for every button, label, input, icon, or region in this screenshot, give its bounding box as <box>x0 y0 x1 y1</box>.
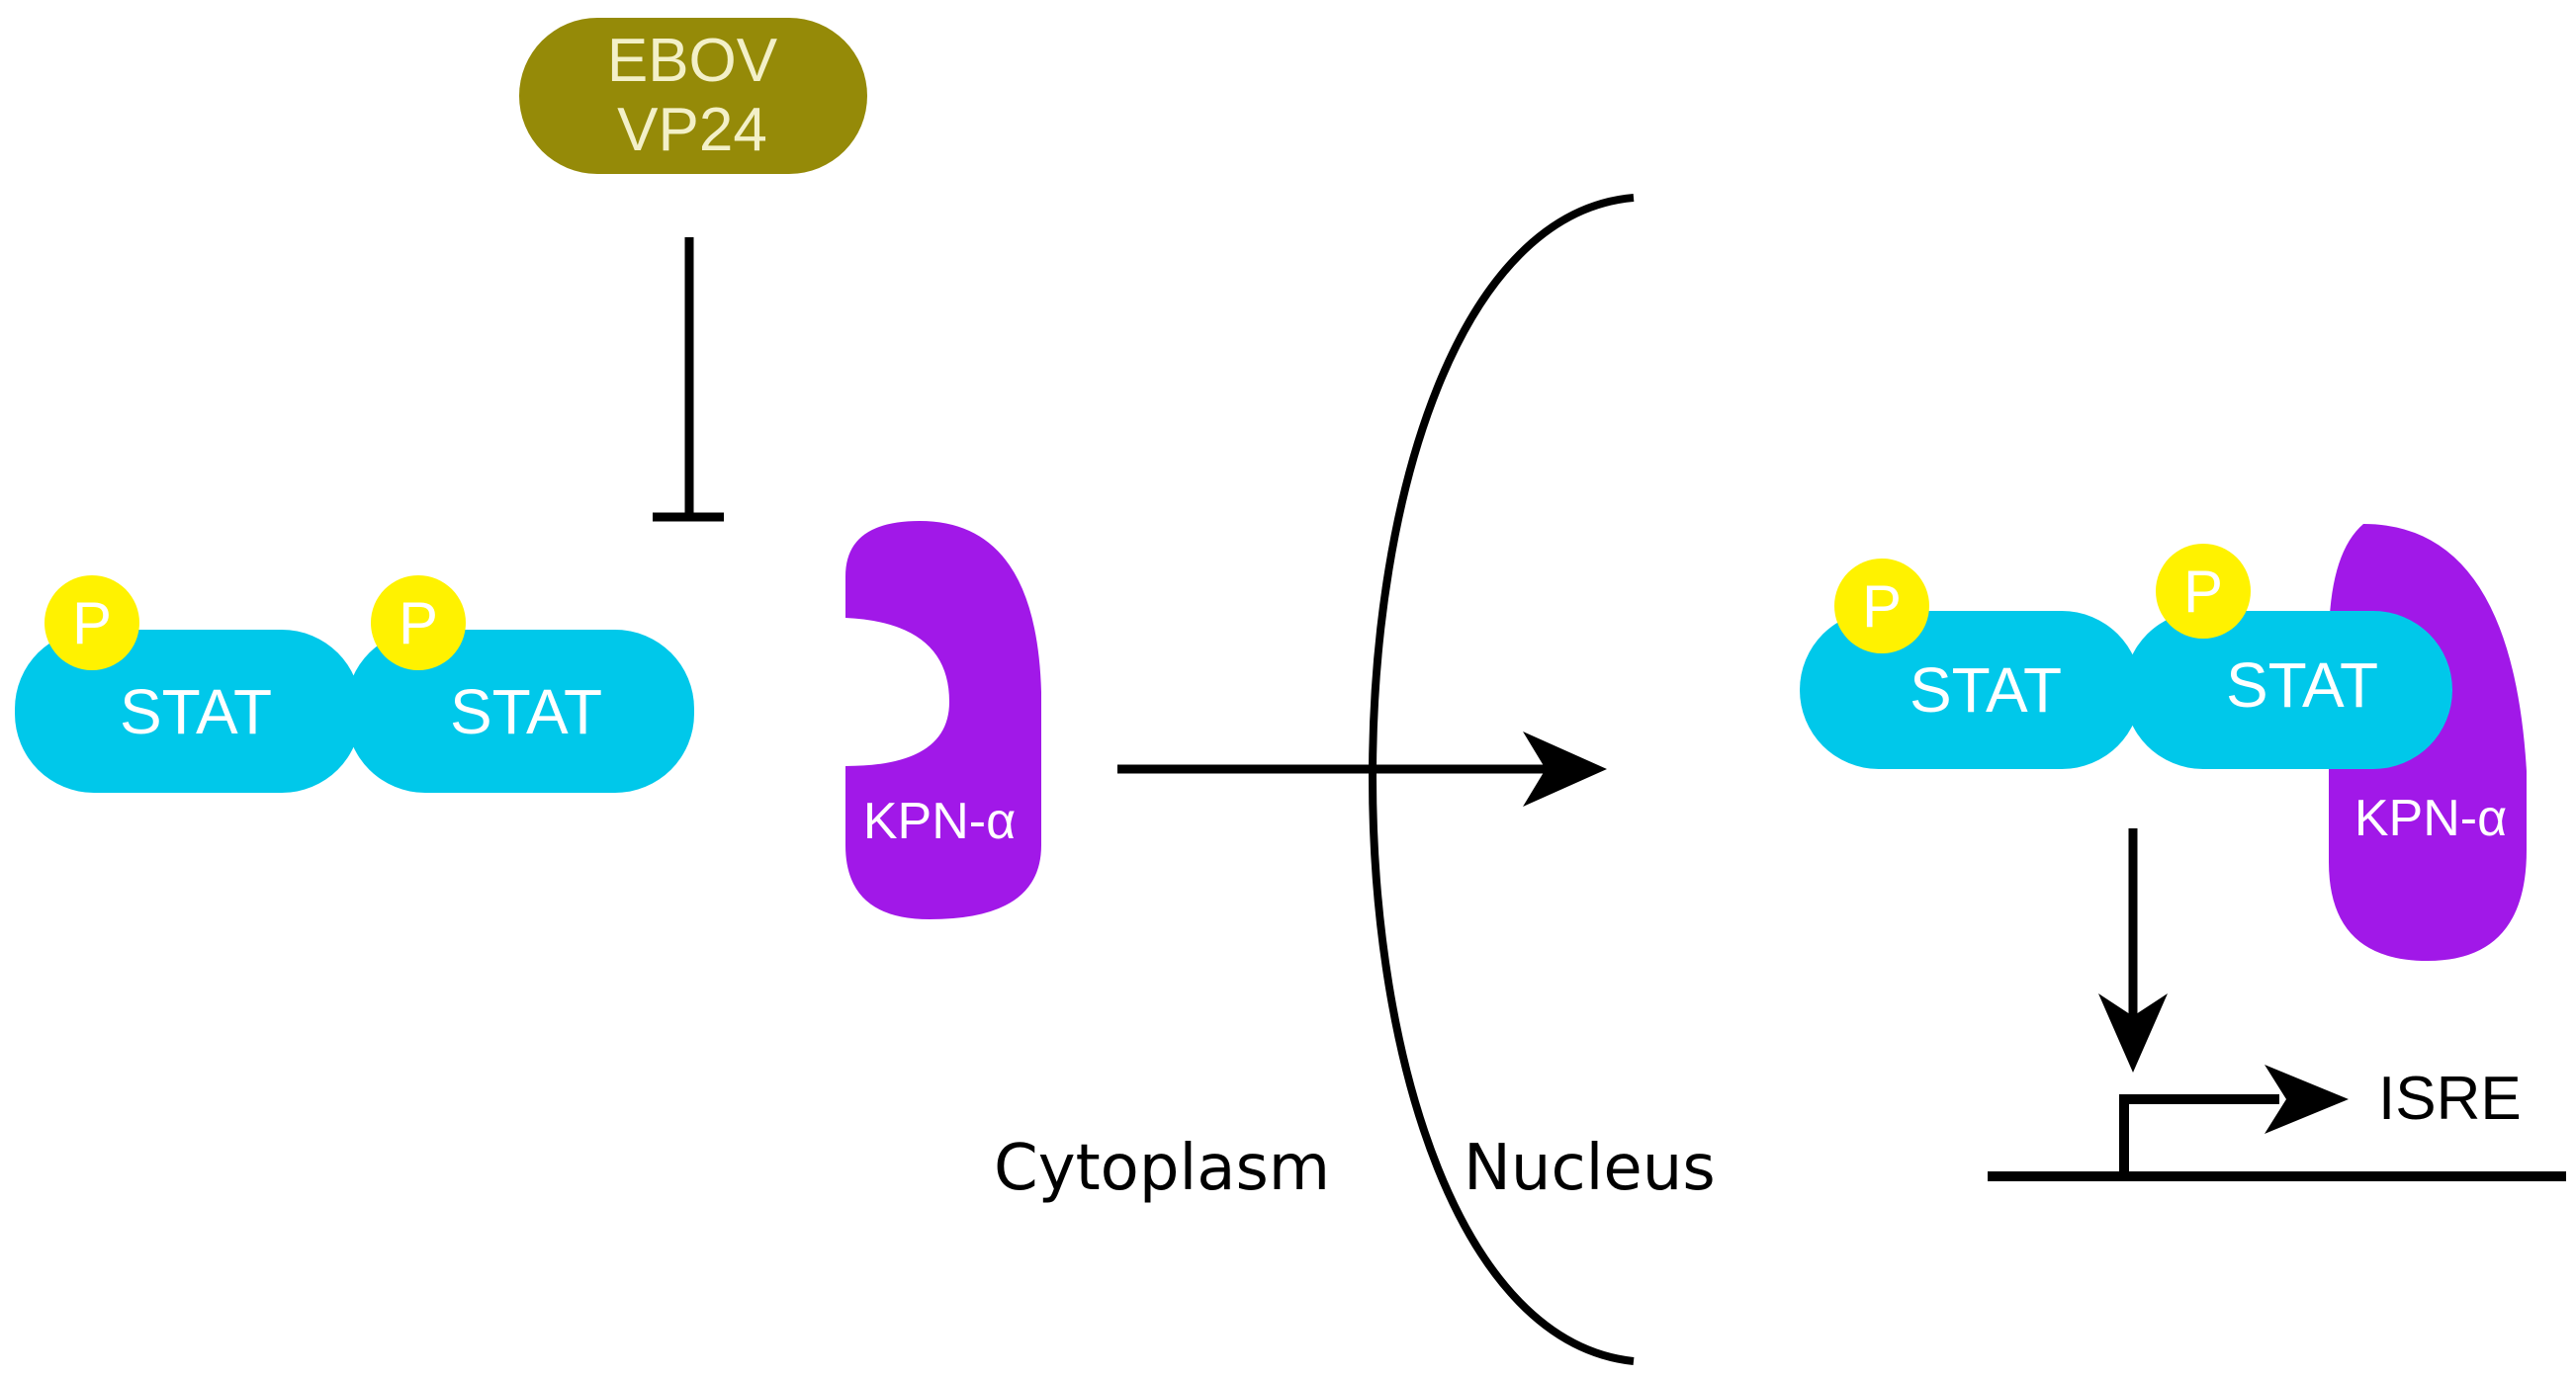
activation-arrow <box>2098 828 2168 1073</box>
phospho-left-1 <box>44 575 139 670</box>
kpn-alpha-bound-label: KPN-α <box>2354 790 2507 847</box>
phospho-right-2-label: P <box>2183 559 2223 625</box>
stat-left-2 <box>346 630 694 793</box>
phospho-left-1-label: P <box>72 590 112 656</box>
nuclear-membrane <box>1369 194 1635 1365</box>
stat-left-2-label: STAT <box>450 676 602 747</box>
stat-dimer-cytoplasm: P P STAT STAT <box>15 575 694 793</box>
activation-arrow-head <box>2098 993 2168 1073</box>
vp24-node: EBOV VP24 <box>519 18 867 174</box>
vp24-shape <box>519 18 867 174</box>
tss-arrow-head <box>2265 1065 2349 1134</box>
import-arrow <box>1117 732 1607 807</box>
phospho-right-1 <box>1834 559 1929 653</box>
stat-left-1-label: STAT <box>120 676 272 747</box>
phospho-right-2 <box>2156 544 2251 639</box>
kpn-alpha-free-shape <box>845 521 1041 919</box>
stat-kpn-complex-nucleus: P P STAT STAT KPN-α <box>1800 524 2527 961</box>
phospho-left-2-label: P <box>399 590 438 656</box>
isre-promoter: ISRE <box>1988 1065 2566 1181</box>
phospho-left-2 <box>371 575 466 670</box>
kpn-alpha-free-label: KPN-α <box>863 793 1016 850</box>
stat-left-1 <box>15 630 361 793</box>
cytoplasm-label: Cytoplasm <box>994 1132 1330 1205</box>
kpn-alpha-free: KPN-α <box>845 521 1041 919</box>
phospho-right-1-label: P <box>1862 573 1902 640</box>
stat-right-1-label: STAT <box>1910 654 2062 726</box>
inhibition-edge <box>653 237 724 522</box>
nucleus-label: Nucleus <box>1464 1132 1716 1205</box>
vp24-label-line2: VP24 <box>617 96 767 164</box>
import-arrow-head <box>1523 732 1607 807</box>
isre-label: ISRE <box>2378 1065 2522 1133</box>
vp24-label-line1: EBOV <box>607 27 778 95</box>
stat-right-2 <box>2124 611 2452 769</box>
stat-right-2-label: STAT <box>2226 649 2378 721</box>
tss-bent-arrow <box>2119 1094 2279 1176</box>
